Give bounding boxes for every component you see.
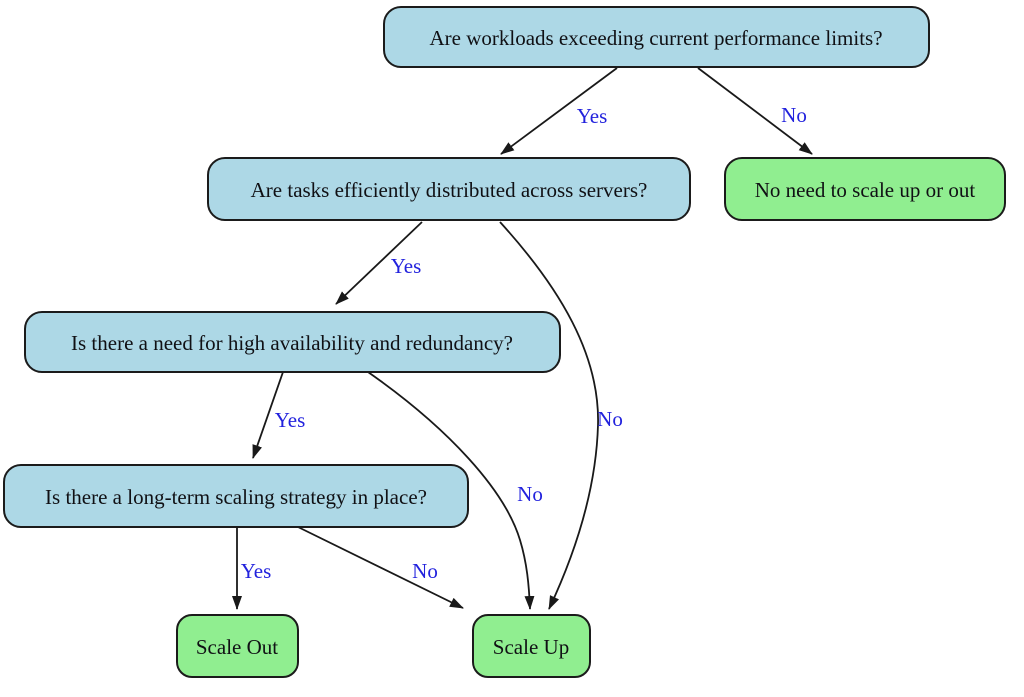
edge-label-availability-no: No (517, 482, 543, 506)
node-scale-up-outcome: Scale Up (472, 614, 591, 678)
node-scale-out-outcome: Scale Out (176, 614, 299, 678)
node-strategy-question-label: Is there a long-term scaling strategy in… (45, 485, 427, 509)
edge-strategy-no (297, 526, 464, 609)
edge-limits-no (697, 67, 813, 155)
edge-limits-yes (500, 67, 618, 155)
edge-label-distribution-yes: Yes (391, 254, 422, 278)
edge-label-strategy-no: No (412, 559, 438, 583)
edge-label-distribution-no: No (597, 407, 623, 431)
node-strategy-question-box (3, 464, 469, 528)
edge-label-limits-yes: Yes (577, 104, 608, 128)
node-no-scaling-outcome: No need to scale up or out (724, 157, 1006, 221)
edge-distribution-yes (335, 221, 423, 305)
edge-distribution-no (499, 221, 599, 610)
node-distribution-question-box (207, 157, 691, 221)
node-no-scaling-outcome-box (724, 157, 1006, 221)
node-scale-out-outcome-box (176, 614, 299, 678)
node-strategy-question: Is there a long-term scaling strategy in… (3, 464, 469, 528)
node-workloads-question-label: Are workloads exceeding current performa… (429, 26, 882, 50)
node-no-scaling-outcome-label: No need to scale up or out (755, 178, 976, 202)
edge-label-strategy-yes: Yes (241, 559, 272, 583)
edge-availability-yes (252, 371, 284, 459)
node-distribution-question: Are tasks efficiently distributed across… (207, 157, 691, 221)
node-availability-question-label: Is there a need for high availability an… (71, 331, 513, 355)
node-scale-up-outcome-box (472, 614, 591, 678)
node-availability-question-box (24, 311, 561, 373)
node-workloads-question: Are workloads exceeding current performa… (383, 6, 930, 68)
node-availability-question: Is there a need for high availability an… (24, 311, 561, 373)
edge-availability-no (367, 371, 535, 610)
edge-label-limits-no: No (781, 103, 807, 127)
node-scale-up-outcome-label: Scale Up (493, 635, 569, 659)
node-distribution-question-label: Are tasks efficiently distributed across… (251, 178, 648, 202)
edge-label-availability-yes: Yes (275, 408, 306, 432)
node-scale-out-outcome-label: Scale Out (196, 635, 278, 659)
node-workloads-question-box (383, 6, 930, 68)
